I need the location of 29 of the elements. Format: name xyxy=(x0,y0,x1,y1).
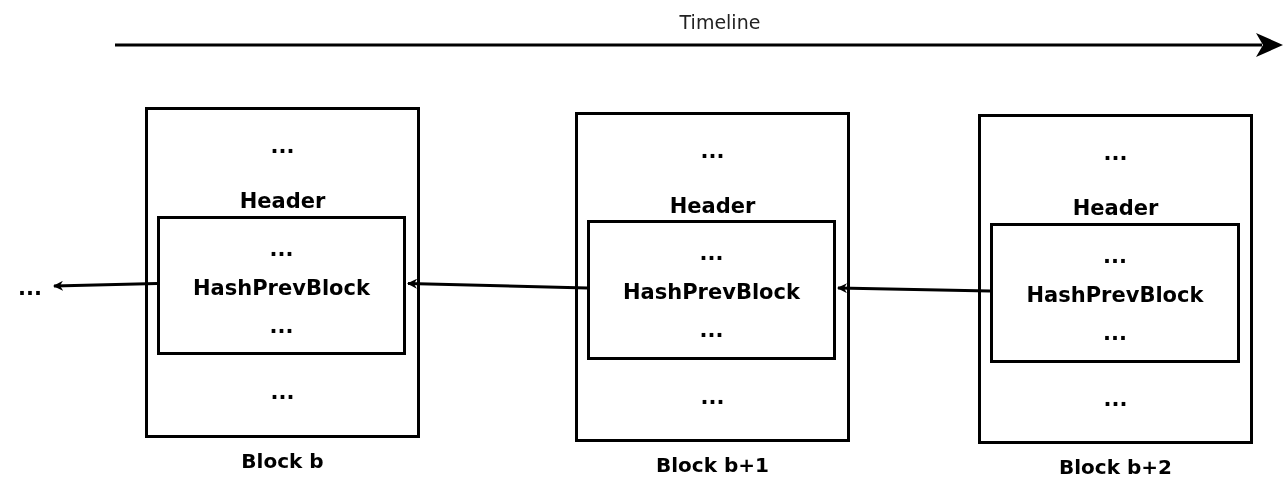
ellipsis-text: ... xyxy=(268,314,295,338)
header-box xyxy=(587,220,836,360)
ellipsis-text: ... xyxy=(699,139,726,163)
ellipsis-text: ... xyxy=(699,385,726,409)
header-box xyxy=(990,223,1240,363)
ellipsis-text: ... xyxy=(698,241,725,265)
timeline-label: Timeline xyxy=(678,10,762,34)
block-label: Block b+1 xyxy=(655,453,770,477)
field-name: HashPrevBlock xyxy=(192,276,371,300)
arrow xyxy=(837,283,991,294)
header-title: Header xyxy=(238,189,327,213)
ellipsis-text: ... xyxy=(1102,244,1128,268)
field-name: HashPrevBlock xyxy=(1025,283,1205,307)
block-label: Block b+2 xyxy=(1058,455,1173,479)
header-title: Header xyxy=(1071,196,1160,220)
header-title: Header xyxy=(668,194,757,218)
ellipsis-text: ... xyxy=(269,134,296,158)
arrow xyxy=(407,278,588,290)
ellipsis-text: ... xyxy=(698,318,725,342)
ellipsis-text: ... xyxy=(1102,387,1129,411)
header-box xyxy=(157,216,406,355)
ellipsis-text: ... xyxy=(1102,141,1129,165)
field-name: HashPrevBlock xyxy=(622,280,801,304)
arrow xyxy=(53,280,158,291)
ellipsis-text: ... xyxy=(18,276,42,300)
ellipsis-text: ... xyxy=(1102,321,1128,345)
ellipsis-text: ... xyxy=(268,237,295,261)
block-label: Block b xyxy=(240,449,325,473)
ellipsis-text: ... xyxy=(269,380,296,404)
